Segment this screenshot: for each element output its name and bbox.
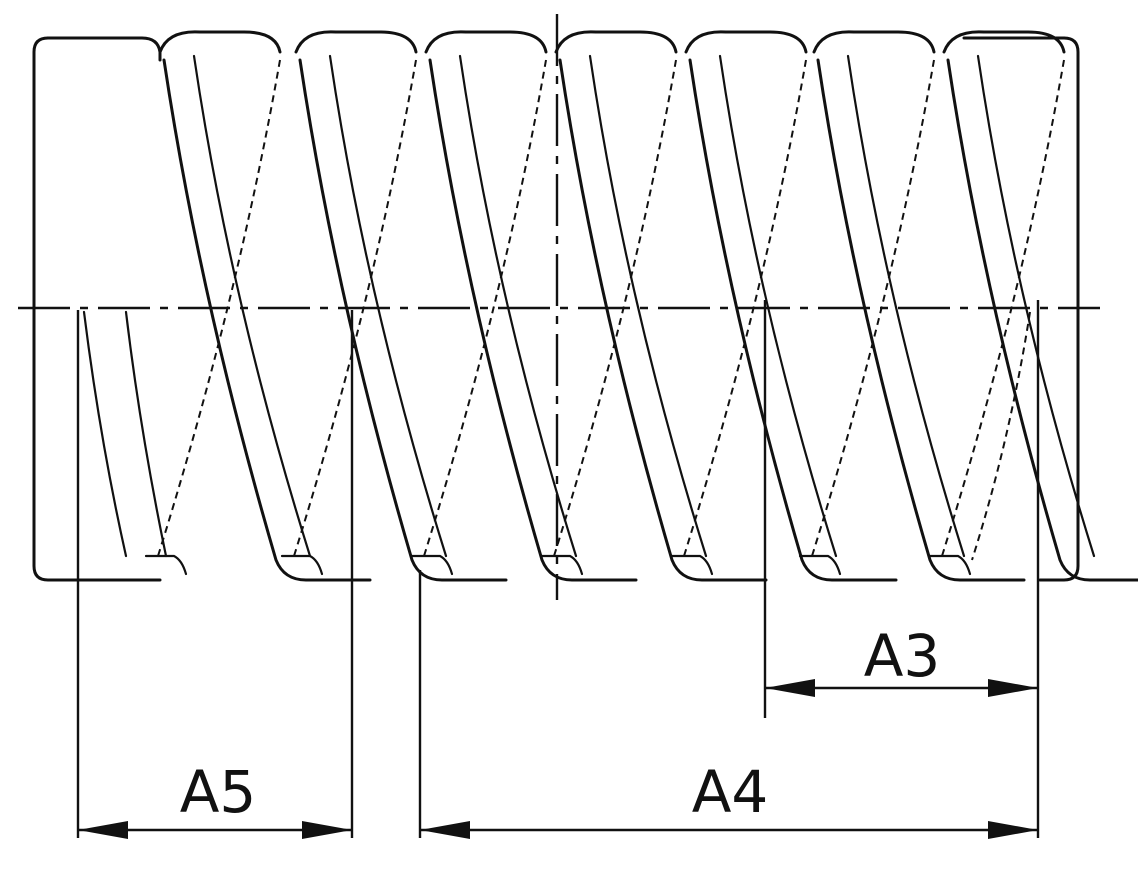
- thread-crests: [82, 30, 1138, 582]
- thread-inner-flank: [328, 54, 448, 558]
- thread-inner-flank: [588, 54, 708, 558]
- left-end-top: [46, 36, 162, 62]
- a4-arrow-left: [420, 821, 470, 839]
- thread-crest-top: [294, 30, 418, 54]
- thread-front-flank: [298, 58, 508, 582]
- left-end-side: [32, 36, 162, 582]
- right-end-hidden-flank: [971, 311, 1031, 561]
- thread-hidden-back-flank: [157, 59, 281, 557]
- thread-front-flank: [428, 58, 638, 582]
- a4-arrow-right: [988, 821, 1038, 839]
- thread-inner-flank: [846, 54, 966, 558]
- thread-crest-top: [424, 30, 548, 54]
- thread-inner-flank: [718, 54, 838, 558]
- thread-root-step: [798, 554, 842, 576]
- dimension-a5: A5: [76, 310, 354, 839]
- thread-crest-top: [158, 30, 282, 54]
- thread-inner-flank: [458, 54, 578, 558]
- thread-front-flank: [558, 58, 768, 582]
- thread-front-flank: [688, 58, 898, 582]
- thread-crest-top: [554, 30, 678, 54]
- thread-root-step: [410, 554, 454, 576]
- right-end-side: [1038, 36, 1080, 582]
- thread-root-step: [540, 554, 584, 576]
- thread-crest-top: [684, 30, 808, 54]
- a5-arrow-right: [302, 821, 352, 839]
- thread-hidden-back-flank: [683, 59, 807, 557]
- thread-root-step: [670, 554, 714, 576]
- a3-label: A3: [864, 622, 941, 690]
- thread-front-flank: [816, 58, 1026, 582]
- thread-hidden-back-flank: [293, 59, 417, 557]
- thread-root-step: [144, 554, 188, 576]
- thread-crest-top: [812, 30, 936, 54]
- dimension-a4: A4: [418, 570, 1040, 839]
- dimension-a3: A3: [763, 300, 1040, 718]
- thread-hidden-back-flank: [811, 59, 935, 557]
- a4-label: A4: [692, 758, 769, 826]
- a5-label: A5: [180, 758, 257, 826]
- thread-root-step: [280, 554, 324, 576]
- a3-arrow-right: [988, 679, 1038, 697]
- thread-hidden-flanks: [157, 59, 1065, 561]
- thread-hidden-back-flank: [553, 59, 677, 557]
- thread-hidden-back-flank: [941, 59, 1065, 557]
- thread-inner-flank: [976, 54, 1096, 558]
- left-end-root-flank: [124, 310, 168, 558]
- thread-root-step: [928, 554, 972, 576]
- a5-arrow-left: [78, 821, 128, 839]
- thread-hidden-back-flank: [423, 59, 547, 557]
- thread-front-flank: [946, 58, 1138, 582]
- left-end-inner-flank: [82, 310, 128, 558]
- thread-inner-flank: [192, 54, 312, 558]
- a3-arrow-left: [765, 679, 815, 697]
- thread-crest-top: [942, 30, 1066, 54]
- thread-front-flank: [162, 58, 372, 582]
